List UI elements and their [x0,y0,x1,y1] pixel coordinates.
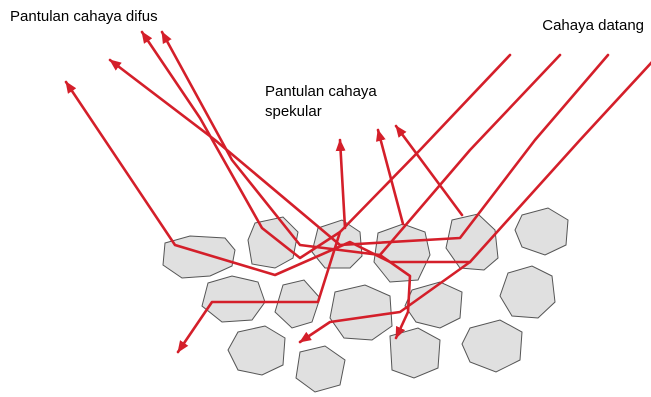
specular-reflection-label-line1: Pantulan cahaya [265,83,377,100]
stone [202,276,265,322]
specular-reflection-ray [378,130,403,224]
stone [296,346,345,392]
diffuse-reflection-label: Pantulan cahaya difus [10,8,158,25]
stone [515,208,568,255]
stone [500,266,555,318]
specular-reflection-ray [340,140,345,228]
stones-group [163,208,568,392]
incident-light-label: Cahaya datang [542,17,644,34]
stone [275,280,320,328]
stone [462,320,522,372]
specular-reflection-label-line2: spekular [265,103,322,120]
stone [330,285,392,340]
stone [228,326,285,375]
stone [248,217,298,268]
